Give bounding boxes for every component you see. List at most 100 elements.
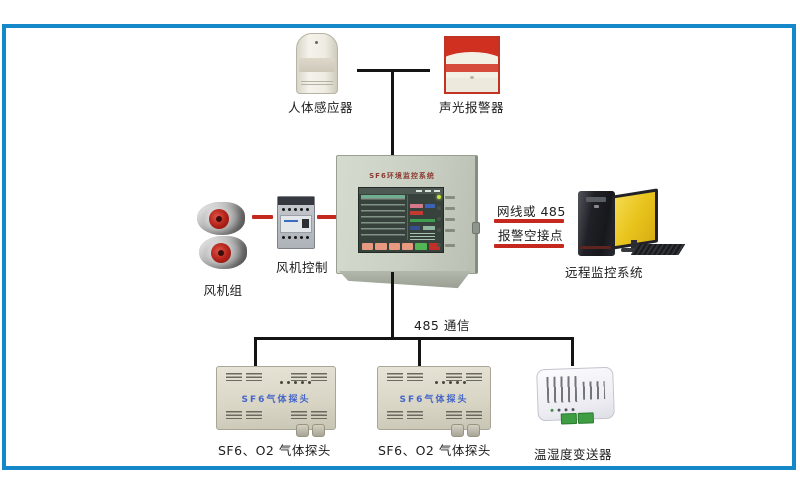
gas-probe-2-label: SF6、O2 气体探头 — [378, 443, 491, 458]
alarm-label: 声光报警器 — [439, 100, 505, 115]
fan-2-hub — [218, 249, 224, 256]
probe-cable-gland — [312, 424, 325, 437]
probe-vent — [407, 411, 423, 419]
fan-control-device — [277, 196, 315, 249]
pc-tower — [578, 191, 615, 256]
led-icon — [437, 206, 441, 210]
gas-probe-1-label: SF6、O2 气体探头 — [218, 443, 331, 458]
fan-1-hub — [216, 215, 222, 222]
wire-top-to-controller — [391, 69, 394, 156]
probe-vent — [446, 373, 462, 381]
led-2 — [437, 206, 455, 210]
led-3 — [437, 217, 455, 221]
led-on-icon — [437, 195, 441, 199]
transmitter-device — [536, 366, 615, 425]
motion-sensor-label: 人体感应器 — [288, 100, 354, 115]
probe-cable-gland — [451, 424, 464, 437]
fan-1-image — [197, 202, 245, 235]
led-label-mark — [445, 217, 455, 221]
motion-sensor-device — [296, 33, 338, 94]
transmitter-vent-left — [546, 375, 578, 403]
alarm-dot — [470, 76, 474, 79]
led-label-mark — [445, 243, 455, 247]
pc-drive-bay — [586, 197, 606, 202]
red-link-network — [494, 219, 564, 223]
led-label-mark — [445, 228, 455, 232]
pc-accent-light — [580, 246, 611, 249]
probe-device-text: SF6气体探头 — [241, 395, 311, 405]
screen-cell-red — [410, 211, 423, 215]
controller-screen — [358, 187, 444, 253]
fan-control-label: 风机控制 — [276, 260, 329, 275]
screen-header-text3 — [416, 190, 422, 192]
pc-link-top-label: 网线或 485 — [497, 204, 566, 219]
screen-button-5 — [415, 243, 427, 250]
controller-panel: SF6环境监控系统 — [336, 155, 480, 274]
screen-data-table — [361, 198, 405, 239]
screen-header-text2 — [425, 190, 431, 192]
led-4 — [437, 228, 455, 232]
sensor-grill — [301, 81, 333, 87]
probe-vent — [466, 373, 482, 381]
led-icon — [437, 228, 441, 232]
transmitter-indicator-dots — [550, 408, 554, 412]
screen-cell-rows — [410, 233, 435, 240]
probe-vent — [226, 373, 242, 381]
screen-header-text — [434, 190, 440, 192]
panel-latch — [472, 222, 480, 234]
probe-vent — [291, 411, 307, 419]
led-icon — [437, 243, 441, 247]
sensor-led-dot — [315, 41, 318, 44]
wire-drop-probe2 — [418, 337, 421, 367]
pc-link-bottom-label: 报警空接点 — [498, 228, 564, 243]
screen-cell-green — [410, 219, 435, 222]
screen-cell-lt — [423, 226, 435, 230]
screen-button-2 — [375, 243, 387, 250]
probe-cable-gland — [467, 424, 480, 437]
probe-vent — [246, 411, 262, 419]
wire-drop-transmitter — [571, 337, 574, 366]
screen-button-3 — [388, 243, 400, 250]
contactor-body — [280, 215, 312, 233]
remote-pc-label: 远程监控系统 — [564, 265, 643, 280]
transmitter-vent-right — [582, 380, 606, 400]
transmitter-terminal — [560, 412, 578, 425]
screen-cell-blue2 — [410, 226, 420, 230]
transmitter-label: 温湿度变送器 — [533, 447, 612, 462]
red-link-contactor-to-panel — [317, 215, 337, 219]
screen-button-row — [362, 243, 440, 250]
screen-cell-pink — [410, 204, 423, 208]
probe-vent — [311, 373, 327, 381]
screen-table-header — [361, 195, 405, 198]
probe-indicator-dots — [463, 381, 466, 384]
led-power — [437, 195, 455, 199]
probe-vent — [466, 411, 482, 419]
alarm-red-band — [446, 64, 498, 72]
pc-power-button — [594, 205, 599, 208]
red-link-fan-to-contactor — [252, 215, 273, 219]
fan-2-image — [199, 236, 247, 269]
probe-cable-gland — [296, 424, 309, 437]
contactor-terminals-bottom — [282, 236, 285, 239]
probe-vent — [387, 411, 403, 419]
contactor-header — [278, 197, 314, 205]
contactor-terminals-top — [282, 208, 285, 211]
sound-light-alarm-device — [444, 36, 500, 94]
fan-group-label: 风机组 — [203, 283, 243, 298]
screen-button-4 — [401, 243, 414, 250]
probe-vent — [446, 411, 462, 419]
red-link-alarm-contact — [494, 244, 564, 248]
probe-vent — [226, 411, 242, 419]
screen-button-1 — [362, 243, 374, 250]
probe-vent — [407, 373, 423, 381]
monitor-stand — [631, 240, 637, 249]
bus-label: 485 通信 — [414, 318, 470, 333]
probe-indicator-dots — [308, 381, 311, 384]
wire-bus — [254, 337, 574, 340]
led-icon — [437, 217, 441, 221]
probe-vent — [387, 373, 403, 381]
probe-vent — [291, 373, 307, 381]
led-label-mark — [445, 195, 455, 199]
probe-vent — [311, 411, 327, 419]
contactor-switch — [302, 219, 309, 228]
